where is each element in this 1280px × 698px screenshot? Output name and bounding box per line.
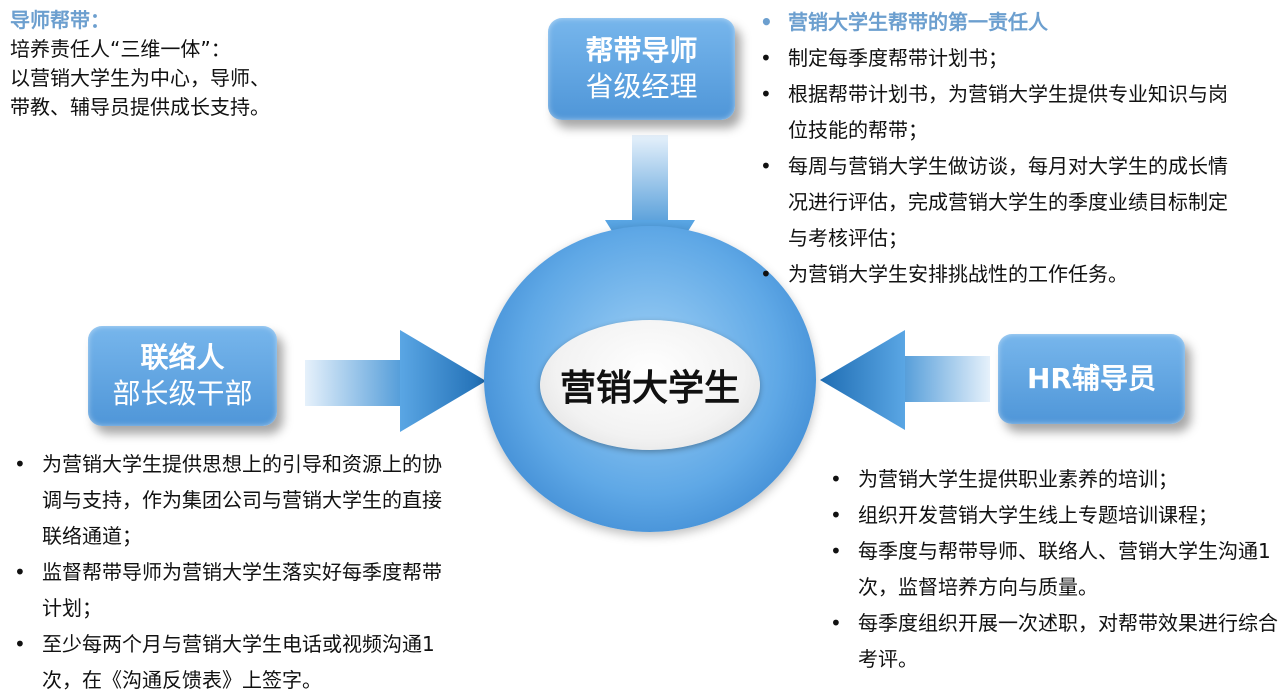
- left-list: 为营销大学生提供思想上的引导和资源上的协调与支持，作为集团公司与营销大学生的直接…: [14, 446, 444, 698]
- right-box-hr: HR辅导员: [998, 334, 1185, 424]
- top-box-title: 帮带导师: [585, 34, 698, 67]
- list-item: 每周与营销大学生做访谈，每月对大学生的成长情况进行评估，完成营销大学生的季度业绩…: [760, 148, 1230, 256]
- top-box-mentor: 帮带导师 省级经理: [548, 18, 735, 120]
- intro-line: 以营销大学生为中心，导师、: [10, 66, 270, 90]
- center-label: 营销大学生: [559, 368, 740, 409]
- intro-text: 导师帮带： 培养责任人“三维一体”： 以营销大学生为中心，导师、 带教、辅导员提…: [10, 6, 270, 122]
- list-item: 为营销大学生安排挑战性的工作任务。: [760, 256, 1230, 292]
- right-arrow-icon: [305, 330, 486, 432]
- left-box-title: 联络人: [140, 341, 225, 374]
- intro-line: 培养责任人“三维一体”：: [10, 37, 231, 61]
- right-list: 为营销大学生提供职业素养的培训； 组织开发营销大学生线上专题培训课程； 每季度与…: [830, 461, 1280, 677]
- list-item: 每季度组织开展一次述职，对帮带效果进行综合考评。: [830, 605, 1280, 677]
- left-arrow-icon: [820, 330, 990, 430]
- list-item: 至少每两个月与营销大学生电话或视频沟通1次，在《沟通反馈表》上签字。: [14, 626, 444, 698]
- top-box-subtitle: 省级经理: [585, 70, 698, 103]
- left-box-subtitle: 部长级干部: [112, 377, 253, 410]
- right-box-title: HR辅导员: [1027, 362, 1156, 395]
- left-box-liaison: 联络人 部长级干部: [88, 326, 277, 426]
- intro-title: 导师帮带：: [10, 8, 110, 32]
- list-item: 根据帮带计划书，为营销大学生提供专业知识与岗位技能的帮带；: [760, 76, 1230, 148]
- list-item: 监督帮带导师为营销大学生落实好每季度帮带计划；: [14, 554, 444, 626]
- top-list: 营销大学生帮带的第一责任人 制定每季度帮带计划书； 根据帮带计划书，为营销大学生…: [760, 4, 1230, 292]
- list-item: 每季度与帮带导师、联络人、营销大学生沟通1次，监督培养方向与质量。: [830, 533, 1280, 605]
- center-node: 营销大学生: [540, 320, 760, 450]
- list-item: 为营销大学生提供职业素养的培训；: [830, 461, 1280, 497]
- list-item: 为营销大学生提供思想上的引导和资源上的协调与支持，作为集团公司与营销大学生的直接…: [14, 446, 444, 554]
- intro-line: 带教、辅导员提供成长支持。: [10, 95, 270, 119]
- list-item: 制定每季度帮带计划书；: [760, 40, 1230, 76]
- list-item: 组织开发营销大学生线上专题培训课程；: [830, 497, 1280, 533]
- list-item: 营销大学生帮带的第一责任人: [760, 4, 1230, 40]
